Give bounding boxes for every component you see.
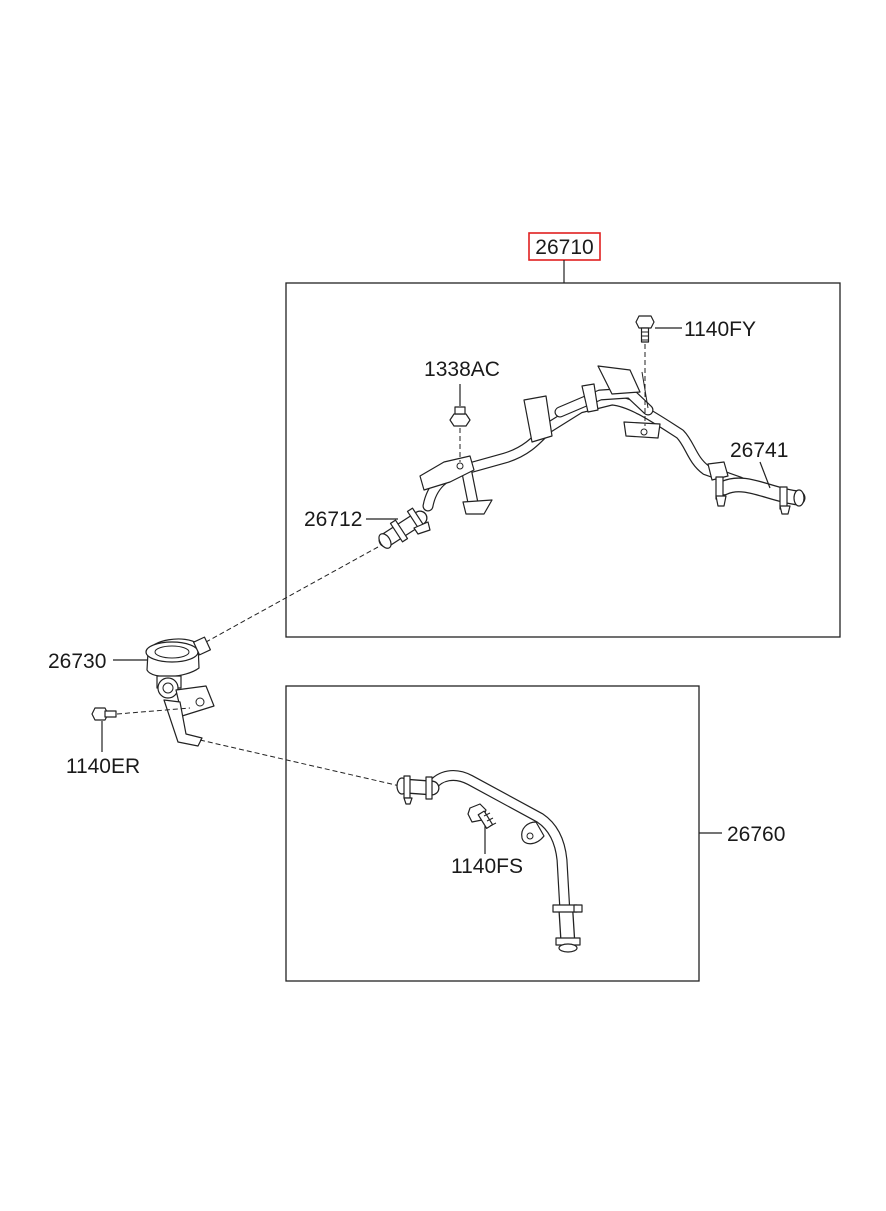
pcv-valve-26730 [145, 636, 215, 747]
upper-brackets [419, 365, 729, 515]
hose-26741 [715, 476, 806, 515]
callout-1140FY[interactable]: 1140FY [684, 318, 756, 341]
callout-1140ER[interactable]: 1140ER [66, 755, 140, 778]
callout-1140FS[interactable]: 1140FS [451, 855, 523, 878]
connection-line-upper [205, 546, 379, 643]
leader-26741 [759, 461, 771, 489]
hose-26712 [378, 507, 431, 549]
upper-assembly-frame [285, 282, 841, 638]
callout-26712[interactable]: 26712 [304, 508, 362, 531]
bolt-1140ER-icon [91, 707, 191, 721]
callout-26741[interactable]: 26741 [730, 439, 788, 462]
callout-26760[interactable]: 26760 [727, 823, 785, 846]
callout-26730[interactable]: 26730 [48, 650, 106, 673]
upper-pipe [422, 387, 746, 514]
upper-assembly-group: 26710 [285, 232, 841, 638]
connection-line-lower [199, 739, 401, 787]
callout-26710[interactable]: 26710 [535, 236, 593, 259]
lower-pipe [396, 769, 583, 953]
lower-assembly-frame [285, 685, 700, 982]
bolt-1140FY-icon [635, 315, 655, 426]
lower-assembly-group: 1140FS [285, 685, 700, 982]
bolt-1140FS-icon [467, 803, 497, 829]
callout-1338AC[interactable]: 1338AC [424, 358, 500, 381]
nut-1338AC-icon [449, 406, 471, 462]
